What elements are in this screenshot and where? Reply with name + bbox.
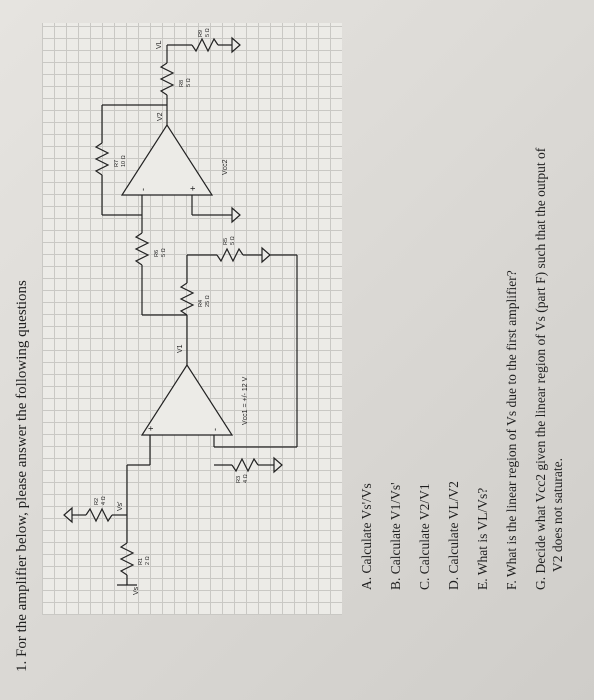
question-a: A. Calculate Vs'/Vs bbox=[359, 483, 374, 590]
label-v1: V1 bbox=[177, 344, 184, 353]
r7-resistor bbox=[94, 142, 110, 176]
opamp1-plus: + bbox=[146, 426, 156, 431]
r3-value: 4 Ω bbox=[243, 474, 249, 483]
r2-resistor bbox=[85, 507, 113, 523]
r9-value: 5 Ω bbox=[205, 28, 211, 37]
r4-name: R4 bbox=[198, 300, 204, 307]
problem-title: 1. For the amplifier below, please answe… bbox=[14, 280, 30, 672]
opamp-1 bbox=[140, 363, 234, 436]
r1-resistor bbox=[119, 542, 135, 576]
question-d: D. Calculate VL/V2 bbox=[446, 481, 461, 590]
r8-value: 5 Ω bbox=[186, 78, 192, 87]
amplifier-circuit: Vs Vs' V1 V2 VL Vcc1 = +/- 12 V Vcc2 + -… bbox=[63, 28, 298, 595]
r1-value: 2 Ω bbox=[145, 556, 151, 565]
r6-value: 5 Ω bbox=[161, 248, 167, 257]
r4-value: 25 Ω bbox=[205, 295, 211, 307]
question-g: G. Decide what Vcc2 given the linear reg… bbox=[533, 147, 548, 590]
r7-value: 10 Ω bbox=[121, 155, 127, 167]
r1-name: R1 bbox=[138, 558, 144, 565]
r9-name: R9 bbox=[198, 30, 204, 37]
r4-resistor bbox=[179, 282, 195, 316]
r5-value: 5 Ω bbox=[230, 236, 236, 245]
r8-resistor bbox=[159, 62, 175, 96]
r2-value: 4 Ω bbox=[101, 496, 107, 505]
r5-name: R5 bbox=[223, 238, 229, 245]
r8-name: R8 bbox=[179, 80, 185, 87]
r6-name: R6 bbox=[154, 250, 160, 257]
r3-resistor bbox=[231, 457, 259, 473]
label-vcc2: Vcc2 bbox=[222, 159, 229, 175]
r5-resistor bbox=[216, 247, 244, 263]
question-b: B. Calculate V1/Vs' bbox=[388, 482, 403, 590]
label-vcc1: Vcc1 = +/- 12 V bbox=[242, 376, 249, 425]
label-v2: V2 bbox=[157, 112, 164, 121]
opamp-2 bbox=[120, 123, 214, 196]
question-f: F. What is the linear region of Vs due t… bbox=[504, 270, 519, 590]
r2-name: R2 bbox=[94, 498, 100, 505]
label-vs-prime: Vs' bbox=[117, 501, 124, 511]
r6-resistor bbox=[134, 232, 150, 266]
question-g-continued: V2 does not saturate. bbox=[550, 458, 565, 572]
r3-name: R3 bbox=[236, 476, 242, 483]
label-vl: VL bbox=[156, 40, 163, 49]
opamp2-minus: - bbox=[138, 188, 148, 191]
opamp2-plus: + bbox=[188, 186, 198, 191]
r7-name: R7 bbox=[114, 160, 120, 167]
question-e: E. What is VL/Vs? bbox=[475, 487, 490, 590]
label-vs: Vs bbox=[133, 586, 140, 595]
opamp1-minus: - bbox=[210, 428, 220, 431]
question-list: A. Calculate Vs'/Vs B. Calculate V1/Vs' … bbox=[358, 10, 578, 590]
r9-resistor bbox=[191, 37, 219, 53]
question-c: C. Calculate V2/V1 bbox=[417, 483, 432, 590]
